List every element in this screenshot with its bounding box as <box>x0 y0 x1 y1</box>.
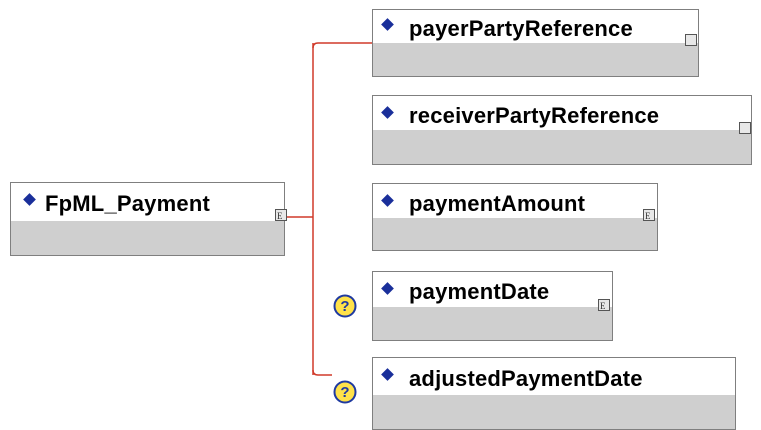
svg-text:?: ? <box>340 384 349 401</box>
question-mark-icon: ? <box>333 294 357 318</box>
root-element-node[interactable]: FpML_Payment E <box>10 182 287 256</box>
child-element-node[interactable]: receiverPartyReference <box>372 95 752 165</box>
child-element-label: payerPartyReference <box>409 16 633 41</box>
child-element-node[interactable]: paymentDate E <box>372 271 613 341</box>
child-element-label: adjustedPaymentDate <box>409 366 643 391</box>
expand-box-icon[interactable] <box>739 122 751 134</box>
svg-text:?: ? <box>340 298 349 315</box>
svg-text:E: E <box>277 211 283 220</box>
expand-box-icon[interactable] <box>685 34 697 46</box>
svg-text:E: E <box>600 301 606 310</box>
child-element-label: paymentAmount <box>409 191 586 216</box>
complex-type-icon[interactable]: E <box>275 209 287 221</box>
child-element-node[interactable]: payerPartyReference <box>372 9 699 77</box>
question-mark-icon: ? <box>333 380 357 404</box>
root-element-label: FpML_Payment <box>45 191 210 216</box>
complex-type-icon[interactable]: E <box>598 299 610 311</box>
child-element-label: paymentDate <box>409 279 550 304</box>
child-element-node[interactable]: paymentAmount E <box>372 183 658 251</box>
svg-text:E: E <box>645 211 651 220</box>
complex-type-icon[interactable]: E <box>643 209 655 221</box>
child-element-node[interactable]: adjustedPaymentDate <box>372 357 736 430</box>
child-element-label: receiverPartyReference <box>409 103 660 128</box>
